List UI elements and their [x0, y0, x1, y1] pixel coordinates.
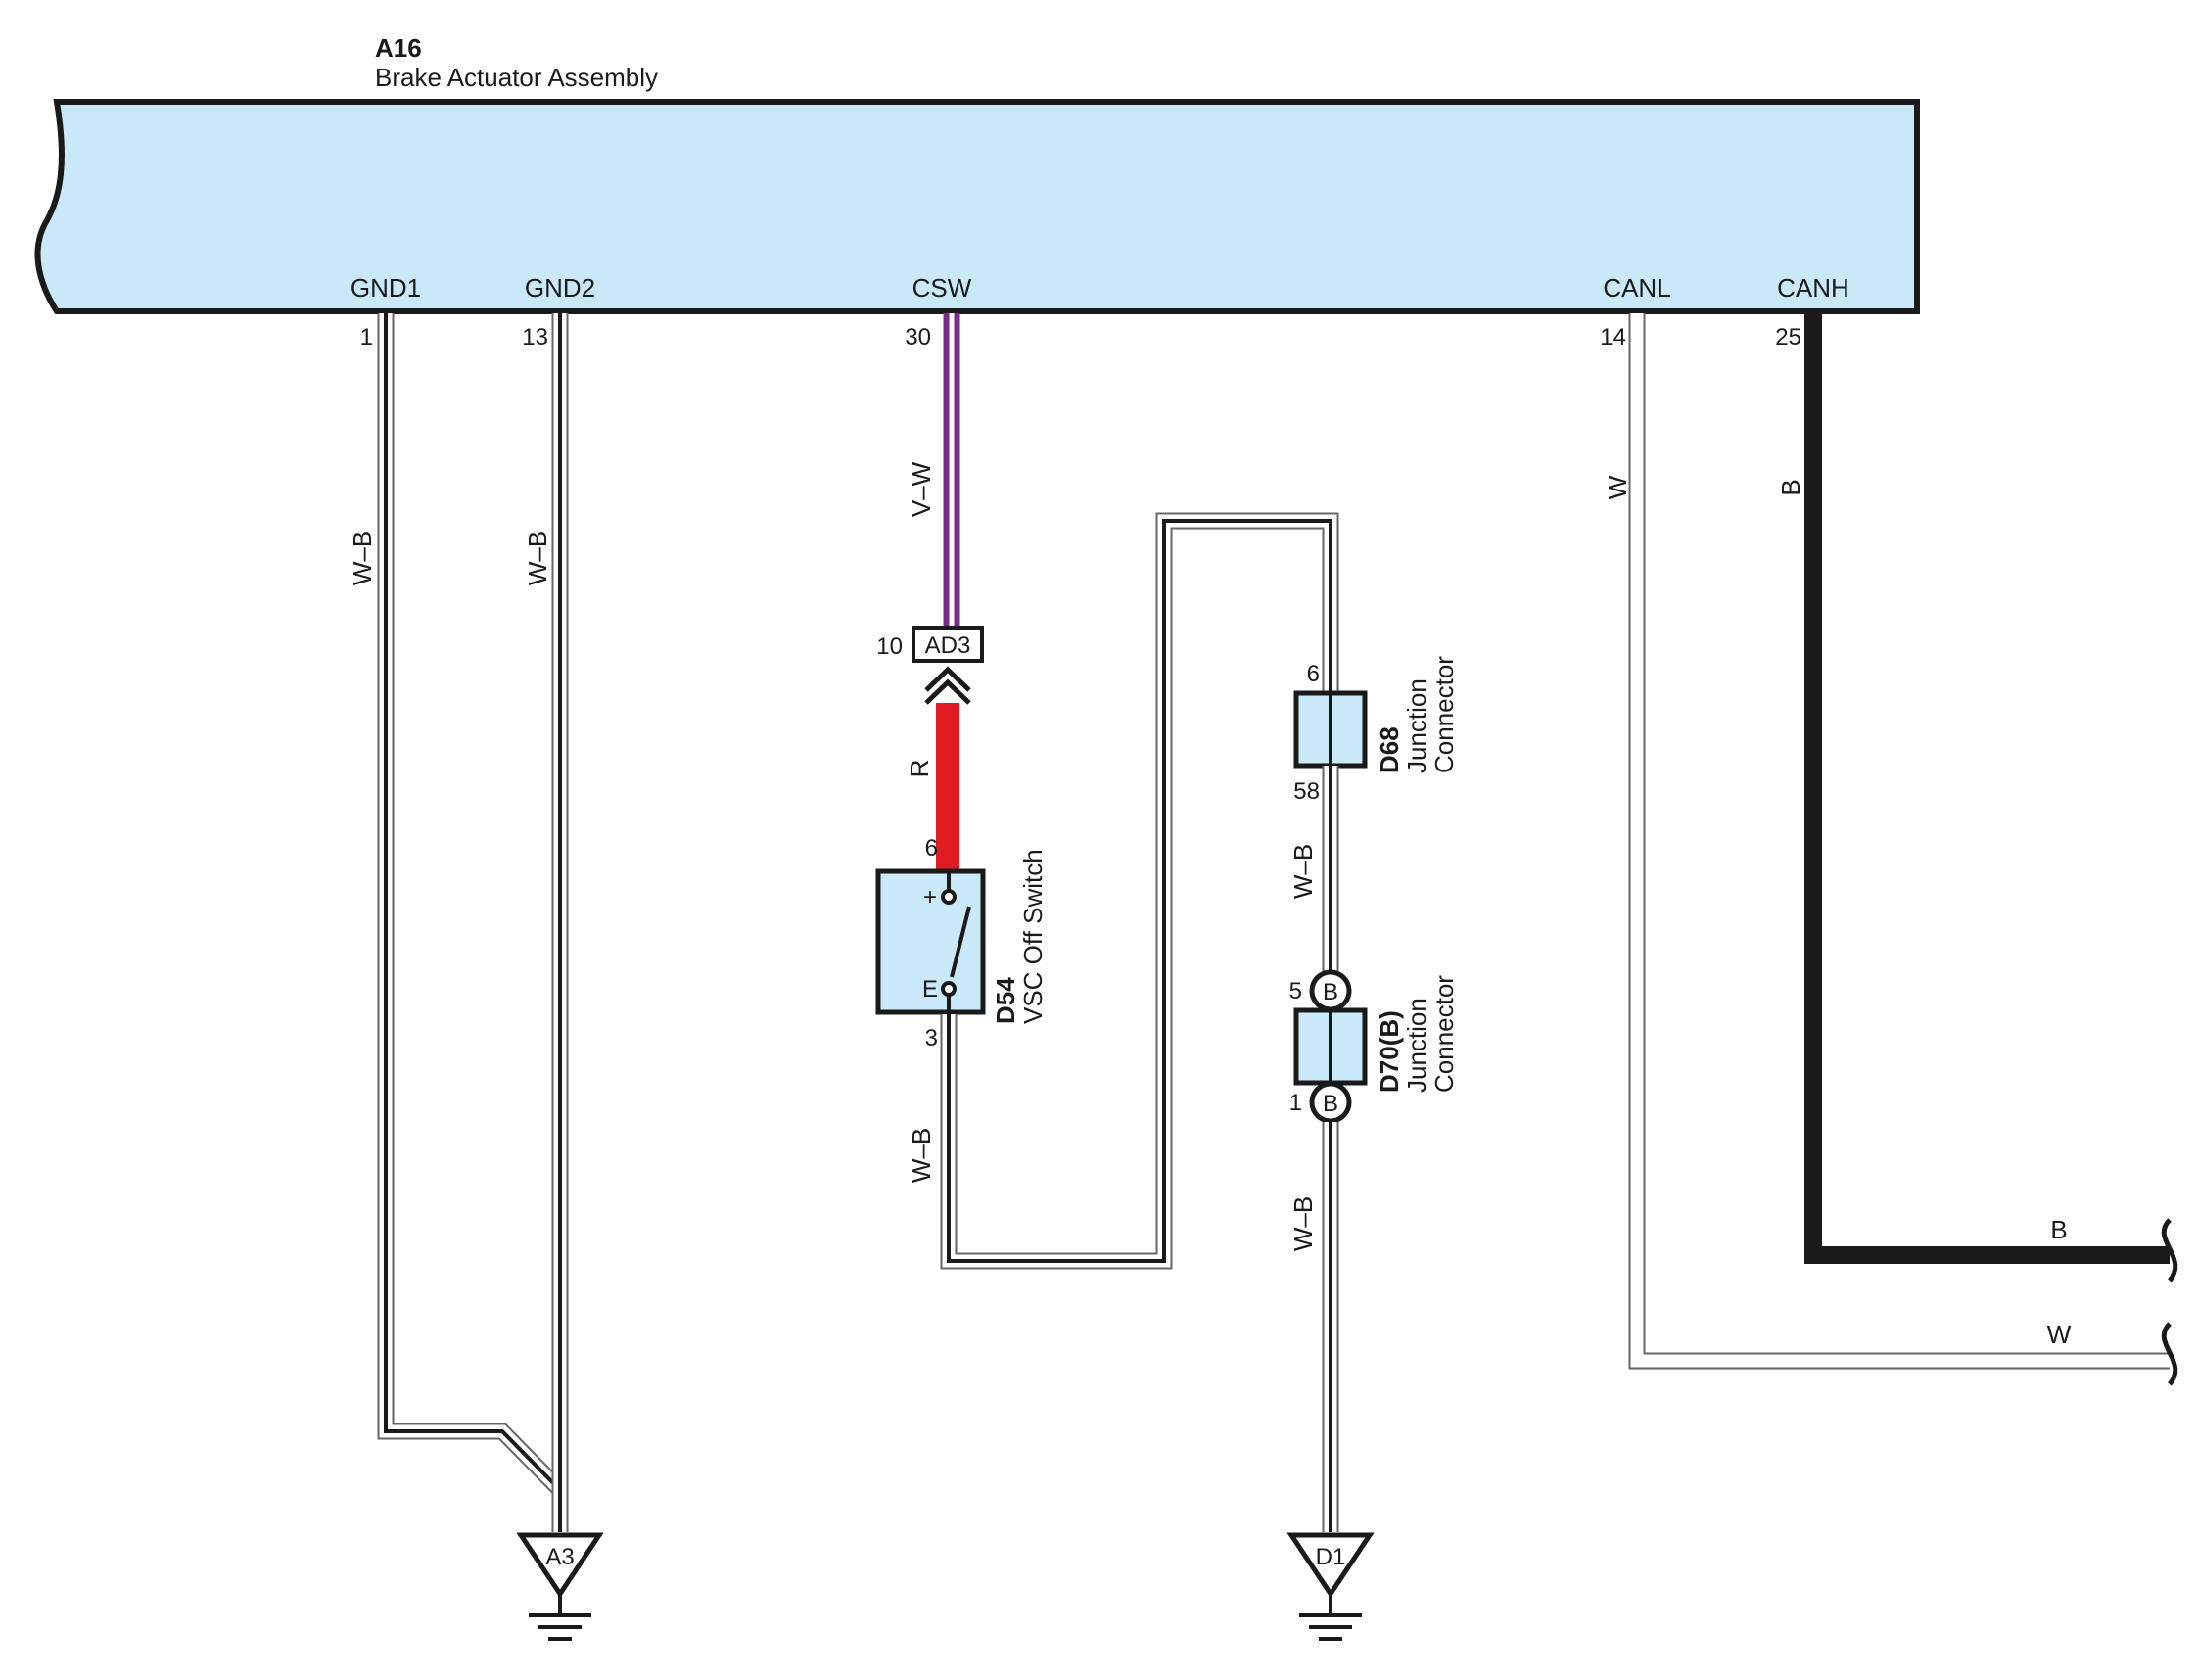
- wire-gnd1: [377, 313, 567, 1496]
- component-name: Brake Actuator Assembly: [375, 63, 658, 92]
- switch-pin-bottom: 3: [925, 1025, 938, 1051]
- junction-d68-line1: Junction: [1402, 678, 1431, 773]
- terminal-gnd2-label: GND2: [525, 273, 595, 303]
- junction-d70-badge-bottom-text: B: [1323, 1091, 1338, 1117]
- wire-csw-color: V–W: [907, 461, 936, 517]
- switch-d54-name: VSC Off Switch: [1018, 849, 1048, 1024]
- wire-canh-break-icon: [2161, 1218, 2178, 1283]
- wire-canl: [1628, 313, 2170, 1370]
- terminal-canl-label: CANL: [1603, 273, 1670, 303]
- junction-d68-pin-top: 6: [1307, 661, 1320, 687]
- wire-red-color: R: [905, 760, 934, 778]
- connector-chevron-icon: [924, 666, 971, 705]
- junction-d70-line2: Connector: [1429, 975, 1459, 1093]
- wire-switch-ground: [940, 512, 1339, 1270]
- switch-e: E: [922, 976, 938, 1003]
- ground-a3-label: A3: [545, 1544, 574, 1570]
- ground-a3-symbol: [516, 1532, 604, 1641]
- switch-d54-body: [875, 868, 986, 1015]
- wire-canh-color: B: [1776, 479, 1805, 495]
- wire-junction-mid-color: W–B: [1288, 844, 1318, 899]
- wire-red: [936, 703, 959, 869]
- switch-plus: +: [923, 884, 937, 910]
- pin-csw: 30: [905, 324, 931, 350]
- component-code: A16: [375, 33, 422, 63]
- junction-d70-badge-top-text: B: [1323, 979, 1338, 1005]
- component-body: [34, 99, 1920, 314]
- connector-ad3-pin: 10: [876, 633, 903, 660]
- junction-d70-badge-bottom: [1309, 1081, 1352, 1124]
- junction-d68-pin-bottom: 58: [1293, 778, 1320, 805]
- switch-pin-top: 6: [925, 835, 938, 862]
- pin-gnd2: 13: [522, 324, 548, 350]
- wire-junction-low-color: W–B: [1288, 1196, 1318, 1251]
- connector-ad3: [912, 626, 984, 663]
- junction-d70-line1: Junction: [1402, 998, 1431, 1093]
- switch-d54-code: D54: [991, 977, 1020, 1024]
- pin-canl: 14: [1600, 324, 1626, 350]
- wire-gnd2-color: W–B: [523, 531, 552, 585]
- terminal-gnd1-label: GND1: [351, 273, 421, 303]
- wire-canl-break-icon: [2161, 1322, 2178, 1386]
- wire-canl-color: W: [1603, 475, 1632, 499]
- junction-d70-code: D70(B): [1375, 1010, 1404, 1093]
- connector-ad3-code: AD3: [925, 632, 971, 659]
- terminal-canh-label: CANH: [1777, 273, 1849, 303]
- terminal-csw-label: CSW: [912, 273, 972, 303]
- pin-gnd1: 1: [360, 324, 373, 350]
- junction-d70-pin-top: 5: [1289, 978, 1302, 1004]
- junction-d68-code: D68: [1375, 726, 1404, 773]
- wire-switch-ground-color: W–B: [907, 1128, 936, 1183]
- junction-d70-pin-bottom: 1: [1289, 1090, 1302, 1116]
- wire-canl-out-color: W: [2047, 1320, 2072, 1349]
- switch-contact-icon: [941, 871, 971, 1012]
- ground-d1-label: D1: [1316, 1544, 1346, 1570]
- wire-canh: [1804, 313, 2170, 1264]
- wire-canh-out-color: B: [2050, 1215, 2067, 1244]
- pin-canh: 25: [1775, 324, 1801, 350]
- ground-d1-symbol: [1286, 1532, 1375, 1641]
- wire-gnd1-color: W–B: [348, 531, 377, 585]
- junction-d68-line2: Connector: [1429, 656, 1459, 773]
